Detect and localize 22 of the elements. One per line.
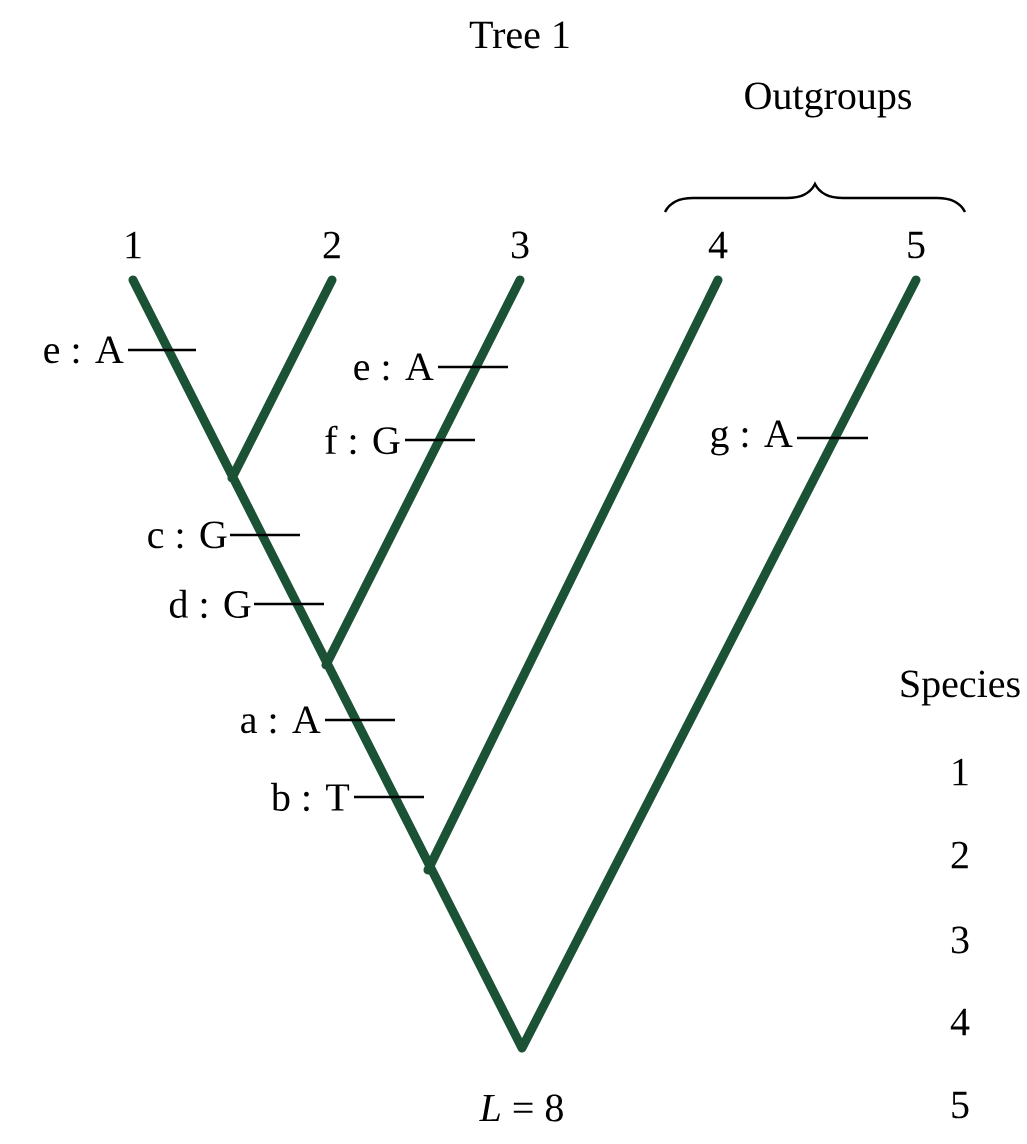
mutation-label: f : G — [325, 425, 400, 455]
tip-label: 5 — [908, 231, 925, 259]
species-number: 3 — [951, 926, 969, 954]
tip-label: 3 — [511, 231, 529, 259]
tip-label: 4 — [708, 231, 728, 259]
score-label: L = 8 — [479, 1094, 563, 1122]
species-number: 5 — [952, 1091, 969, 1119]
tip-label: 1 — [126, 231, 141, 259]
mutation-label: a : A — [241, 706, 321, 734]
column-heading: Species — [901, 670, 1020, 706]
mutation-label: b : T — [270, 782, 350, 812]
group-label: Outgroups — [745, 82, 911, 118]
species-number: 4 — [950, 1008, 970, 1036]
species-number: 2 — [951, 841, 968, 869]
mutation-label: d : G — [169, 589, 251, 619]
species-number: 1 — [953, 758, 968, 786]
tip-label: 2 — [323, 231, 340, 259]
mutation-label: e : A — [44, 336, 124, 364]
mutation-label: g : A — [711, 420, 793, 456]
mutation-label: c : G — [148, 521, 227, 549]
mutation-label: e : A — [354, 353, 434, 381]
title: Tree 1 — [469, 21, 569, 49]
